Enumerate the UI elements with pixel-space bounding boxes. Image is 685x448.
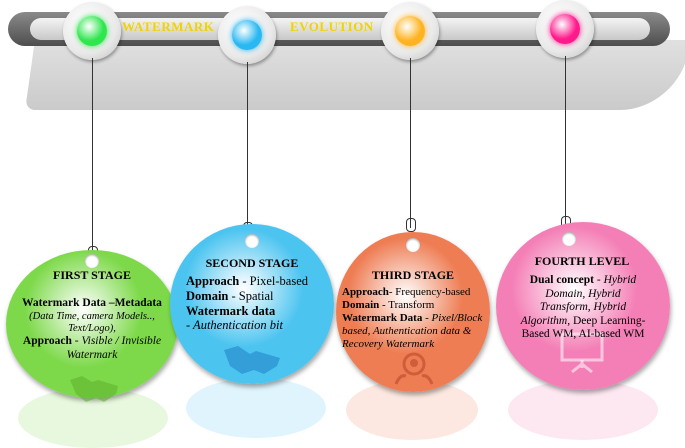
stage-1-data-label: Watermark Data –Metadata <box>22 297 162 309</box>
stage-1-string <box>92 58 93 254</box>
stage-2-body: Approach - Pixel-based Domain - Spatial … <box>176 274 328 333</box>
stage-4-knob <box>536 0 594 58</box>
stage-3-knob <box>381 2 439 60</box>
stage-1-body: Watermark Data –Metadata (Data Time, cam… <box>4 297 180 362</box>
stage-3-tag-hole <box>406 238 420 252</box>
stage-4-concept-line4a: Algorithm, <box>520 314 571 327</box>
stage-4-tag-hole <box>562 232 576 246</box>
stage-3-approach-label: Approach <box>342 286 389 298</box>
stage-2-domain-value: - Spatial <box>228 288 274 303</box>
stage-2-data-value: - Authentication bit <box>186 318 283 333</box>
stage-1-knob-dot <box>77 16 107 46</box>
stage-2-domain-label: Domain <box>186 288 229 303</box>
stage-4-knob-dot <box>550 14 580 44</box>
handshake-icon <box>224 346 280 374</box>
stage-4-concept-line4b: Deep Learning- <box>570 314 646 327</box>
stage-3-body: Approach- Frequency-based Domain - Trans… <box>338 286 490 351</box>
timeline-title-right: EVOLUTION <box>290 19 374 34</box>
stage-4-body: Dual concept - Hybrid Domain, Hybrid Tra… <box>500 274 666 342</box>
timeline-title-left: WATERMARK <box>122 19 215 34</box>
stage-4-concept-line2: Domain, Hybrid <box>545 287 621 300</box>
stage-1-approach-label: Approach <box>22 335 72 348</box>
stage-3-data-value2: based, Authentication data & <box>342 324 472 337</box>
stage-2-knob <box>218 6 276 64</box>
stage-4-string <box>565 56 566 226</box>
stage-3-data-value3: Recovery Watermark <box>342 337 435 350</box>
stage-3-knob-dot <box>395 16 425 46</box>
stage-4-title: FOURTH LEVEL <box>534 254 630 268</box>
stage-2-knob-dot <box>232 20 262 50</box>
stage-1-approach-value2: Watermark <box>66 348 118 361</box>
stage-1-title: FIRST STAGE <box>53 268 131 282</box>
stage-2-string <box>247 62 248 232</box>
stage-4-concept-value: - Hybrid <box>594 274 637 286</box>
stage-2-data-label: Watermark data <box>186 303 276 318</box>
stage-3-hook <box>406 218 416 232</box>
presentation-board-icon <box>560 332 604 374</box>
stage-3-domain-value: - Transform <box>379 298 435 311</box>
stage-1-tag-hole <box>85 254 99 268</box>
stage-1-data-line3: Text/Logo), <box>68 322 116 334</box>
stage-3-approach-value: - Frequency-based <box>388 286 471 298</box>
stage-3-data-value: - Pixel/Block <box>422 311 483 324</box>
stage-1-approach-value: - Visible / Invisible <box>71 335 162 348</box>
stage-3-string <box>410 58 411 228</box>
stage-2-approach-value: - Pixel-based <box>239 274 308 288</box>
stage-3-data-label: Watermark Data <box>342 311 423 324</box>
timeline-bar-inner <box>30 18 650 40</box>
stage-3-title: THIRD STAGE <box>371 268 455 282</box>
handshake-icon <box>70 376 118 402</box>
stage-1-data-line2: (Data Time, camera Models.., <box>29 310 155 322</box>
stage-4-concept-label: Dual concept <box>529 274 595 286</box>
timeline-bar-shadow <box>25 40 685 110</box>
stage-2-title: SECOND STAGE <box>205 256 299 270</box>
stage-2-tag-hole <box>245 234 259 248</box>
stage-4-reflection <box>508 380 658 440</box>
stage-3-domain-label: Domain <box>342 298 380 311</box>
stage-1-tag <box>6 250 178 398</box>
stage-4-concept-line5: Based WM, AI-based WM <box>521 328 645 341</box>
people-target-icon <box>394 352 434 385</box>
stage-1-knob <box>63 2 121 60</box>
stage-2-approach-label: Approach <box>186 274 240 288</box>
stage-4-concept-line3: Transform, Hybrid <box>539 301 627 314</box>
stage-2-reflection <box>186 378 326 438</box>
